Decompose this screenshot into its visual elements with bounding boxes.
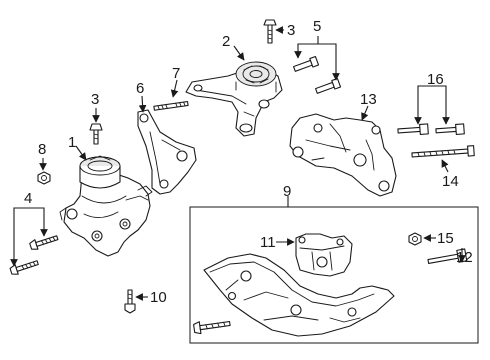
shield-bracket-part-11 (295, 233, 353, 277)
stud-part-7 (153, 100, 189, 111)
callout-14: 14 (442, 173, 459, 190)
callout-11: 11 (260, 234, 276, 251)
callout-15: 15 (437, 230, 454, 247)
callout-8: 8 (38, 141, 46, 158)
callout-9: 9 (283, 183, 291, 200)
long-bolt-part-14 (411, 145, 475, 158)
engine-mount-part-1 (59, 155, 153, 257)
mount-bolt-part-3-left (89, 123, 103, 145)
callout-1: 1 (68, 134, 76, 151)
bracket-bolts-part-16 (397, 123, 465, 135)
mount-bolts-part-4 (9, 235, 59, 275)
callout-5: 5 (313, 18, 321, 35)
callout-3-top: 3 (287, 22, 295, 39)
support-bracket-part-6 (137, 109, 197, 195)
callout-12: 12 (456, 249, 473, 266)
nut-part-8 (37, 171, 51, 185)
nut-part-15 (408, 232, 422, 246)
callout-16: 16 (427, 71, 444, 88)
shield-assembly-frame (189, 206, 479, 344)
shield-part-9 (203, 253, 395, 337)
callout-3-left: 3 (91, 91, 99, 108)
bolt-part-10 (124, 289, 136, 314)
leader-lines (10, 26, 466, 301)
callout-6: 6 (136, 80, 144, 97)
transmission-bracket-part-13 (289, 113, 397, 197)
mount-bolt-part-3-top (263, 19, 277, 44)
upper-mount-part-2 (185, 61, 283, 137)
callout-labels: 1 2 3 3 4 5 6 7 8 9 10 11 12 13 14 15 16 (24, 18, 473, 306)
mount-bolts-part-5 (293, 55, 342, 94)
shield-bolt (193, 320, 231, 335)
callout-4: 4 (24, 190, 32, 207)
callout-2: 2 (222, 33, 230, 50)
callout-10: 10 (150, 289, 167, 306)
callout-13: 13 (360, 91, 377, 108)
callout-7: 7 (172, 65, 180, 82)
